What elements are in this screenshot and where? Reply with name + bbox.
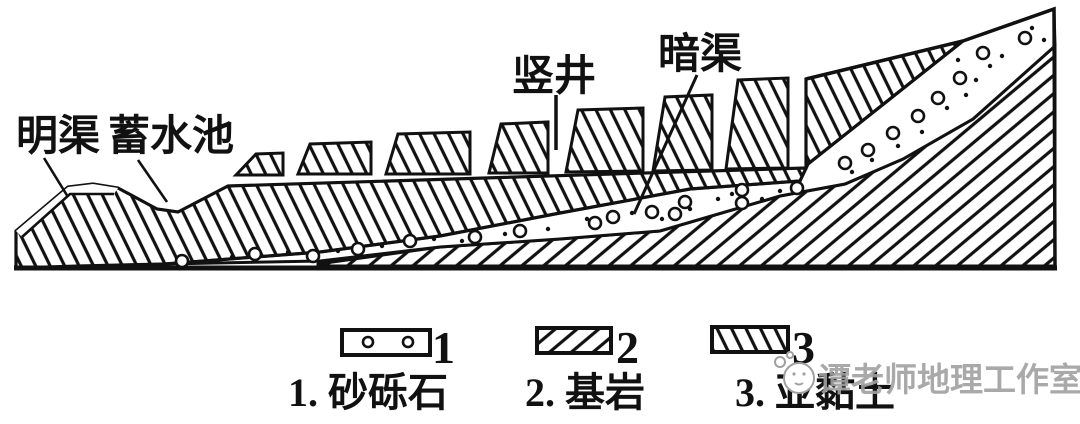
legend-label-gravel: 1. 砂砾石 bbox=[288, 370, 448, 415]
mountain-ridge-line bbox=[805, 6, 1057, 267]
terrain bbox=[14, 6, 1057, 271]
annotations: 明渠 蓄水池 竖井 暗渠 bbox=[16, 31, 742, 215]
watermark: 谭老师地理工作室 bbox=[774, 351, 1080, 399]
spoil-mound bbox=[383, 130, 472, 176]
spoil-mound bbox=[487, 120, 550, 175]
gravel-pebbles-flat bbox=[174, 180, 805, 269]
spoil-mound bbox=[651, 93, 714, 173]
spoil-mound bbox=[232, 151, 285, 177]
underground-channel-leader-line bbox=[632, 74, 699, 215]
legend-swatch-subclay bbox=[710, 325, 790, 354]
underground-channel-label: 暗渠 bbox=[658, 31, 742, 78]
open-channel-inner-line bbox=[21, 192, 114, 238]
spoil-mound bbox=[564, 106, 645, 174]
vertical-shaft-label: 竖井 bbox=[512, 53, 596, 100]
gravel-pebbles-slope bbox=[837, 30, 1033, 171]
legend-label-bedrock: 2. 基岩 bbox=[525, 370, 645, 415]
open-channel-leader-line bbox=[42, 157, 70, 198]
legend-number-2: 2 bbox=[616, 322, 639, 373]
legend-number-1: 1 bbox=[432, 322, 455, 373]
watermark-text: 谭老师地理工作室 bbox=[818, 361, 1080, 399]
sand-dots bbox=[202, 25, 1047, 265]
reservoir-label: 蓄水池 bbox=[108, 113, 234, 160]
legend-label-subclay: 3. 亚黏土 bbox=[735, 370, 895, 415]
legend-swatch-bedrock bbox=[535, 326, 613, 355]
spoil-mound bbox=[724, 76, 790, 171]
watermark-mascot-icon bbox=[774, 351, 815, 394]
spoil-mound bbox=[295, 140, 373, 176]
reservoir-leader-line bbox=[136, 159, 169, 203]
legend: 1 2 3 1. 砂砾石 2. 基岩 3. 亚黏土 bbox=[288, 322, 895, 415]
legend-swatch-gravel bbox=[340, 328, 432, 357]
legend-number-3: 3 bbox=[792, 322, 815, 373]
spoil-mounds bbox=[232, 76, 790, 177]
open-channel-label: 明渠 bbox=[16, 113, 100, 160]
legend-swatch-gravel-pebbles bbox=[361, 335, 415, 349]
